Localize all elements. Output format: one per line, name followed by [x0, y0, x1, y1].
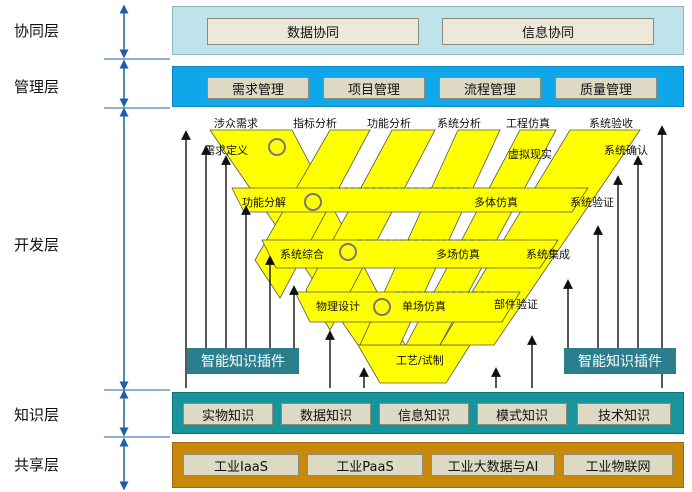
header-indicator: 指标分析 [293, 116, 337, 130]
smart-knowledge-plugin-right: 智能知识插件 [564, 348, 676, 374]
header-system: 系统分析 [437, 116, 481, 130]
label-process: 工艺/试制 [396, 354, 444, 367]
collab-box-data: 数据协同 [207, 18, 419, 45]
share-box-paas: 工业PaaS [307, 454, 423, 476]
label-func-decomp: 功能分解 [242, 195, 286, 209]
collab-layer-band: 数据协同 信息协同 [172, 6, 684, 55]
layer-label-share: 共享层 [14, 455, 60, 474]
layer-axis [104, 4, 170, 491]
label-sys-integ: 系统集成 [526, 247, 570, 261]
header-engineering: 工程仿真 [506, 116, 550, 130]
v-right-strip [439, 129, 641, 346]
know-box-tech: 技术知识 [577, 403, 671, 425]
header-stakeholder: 涉众需求 [214, 116, 258, 130]
share-layer-band: 工业IaaS 工业PaaS 工业大数据与AI 工业物联网 [172, 442, 684, 488]
label-sys-confirm: 系统确认 [604, 144, 648, 157]
share-box-iaas: 工业IaaS [183, 454, 299, 476]
layer-label-dev: 开发层 [14, 235, 60, 254]
label-single-sim: 单场仿真 [402, 299, 446, 313]
mgmt-layer-band: 需求管理 项目管理 流程管理 质量管理 [172, 66, 684, 107]
v-strip-function [305, 129, 436, 331]
layer-label-mgmt: 管理层 [14, 77, 60, 96]
smart-knowledge-plugin-left: 智能知识插件 [187, 348, 299, 374]
label-sys-verify: 系统验证 [570, 195, 614, 209]
header-acceptance: 系统验收 [589, 116, 633, 130]
header-function: 功能分析 [367, 116, 411, 130]
know-box-info: 信息知识 [379, 403, 469, 425]
share-box-bigdata-ai: 工业大数据与AI [431, 454, 555, 476]
mgmt-box-process: 流程管理 [439, 77, 541, 99]
label-phys-design: 物理设计 [316, 299, 360, 313]
layer-label-know: 知识层 [14, 405, 60, 424]
layer-label-collab: 协同层 [14, 21, 60, 40]
mgmt-box-project: 项目管理 [323, 77, 425, 99]
v-strip-system [359, 129, 501, 346]
iterate-icon [268, 138, 391, 316]
collab-box-info: 信息协同 [442, 18, 654, 45]
know-box-data: 数据知识 [281, 403, 371, 425]
know-box-pattern: 模式知识 [477, 403, 567, 425]
knowledge-layer-band: 实物知识 数据知识 信息知识 模式知识 技术知识 [172, 392, 684, 434]
label-sys-synth: 系统综合 [280, 247, 324, 261]
mgmt-box-quality: 质量管理 [555, 77, 657, 99]
share-box-iot: 工业物联网 [563, 454, 673, 476]
upward-arrows [181, 125, 667, 388]
know-box-physical: 实物知识 [183, 403, 273, 425]
label-multibody-sim: 多体仿真 [474, 195, 518, 209]
label-multi-sim: 多场仿真 [436, 247, 480, 261]
label-virtual-reality: 虚拟现实 [508, 147, 552, 161]
label-part-verify: 部件验证 [494, 297, 538, 311]
mgmt-box-requirement: 需求管理 [207, 77, 309, 99]
label-req-def: 需求定义 [204, 143, 248, 157]
